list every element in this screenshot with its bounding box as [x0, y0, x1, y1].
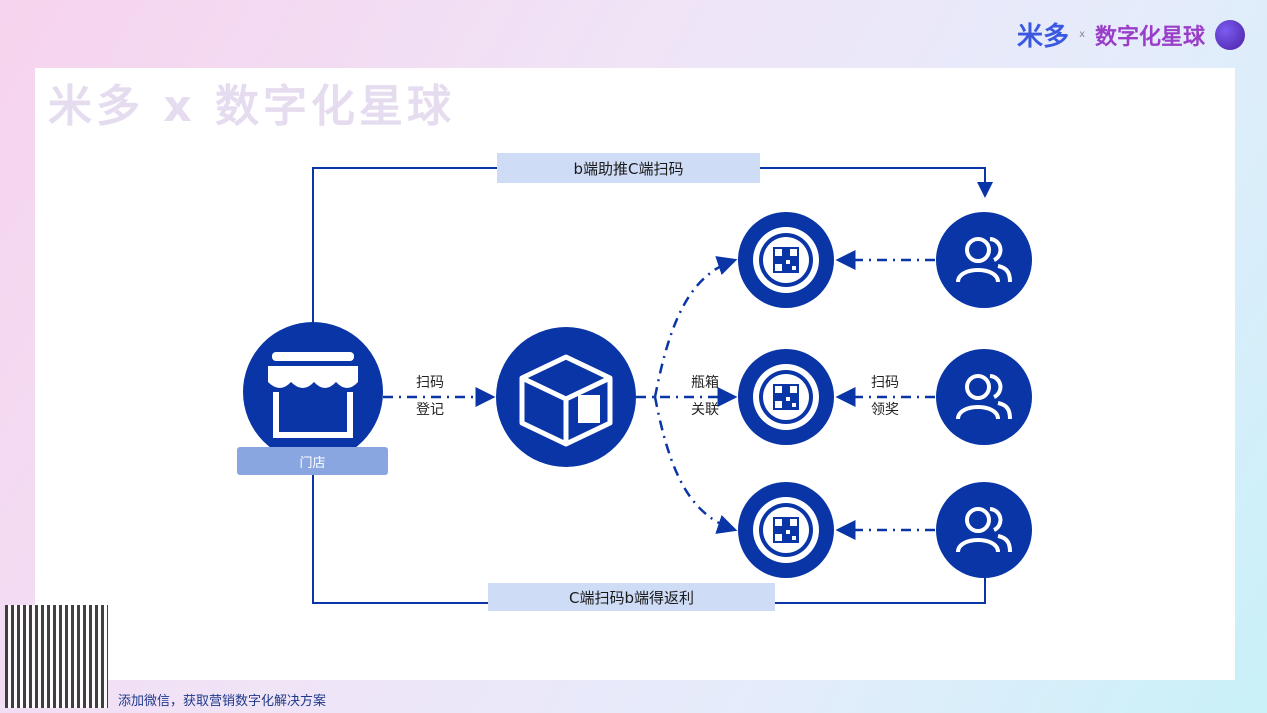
- users-icon: [934, 210, 1034, 310]
- bottom-flow-label: C端扫码b端得返利: [488, 583, 775, 611]
- planet-icon: [1215, 19, 1245, 50]
- edge-label: 扫码: [871, 375, 899, 391]
- store-node: [243, 322, 383, 462]
- brand-midoo: 米多: [1017, 22, 1070, 52]
- users-icon: [934, 480, 1034, 580]
- edge-label: 领奖: [871, 402, 899, 418]
- qr-badge-icon: [738, 212, 834, 308]
- edge-label: 登记: [416, 402, 444, 418]
- brand-partner: 数字化星球: [1094, 24, 1205, 50]
- qr-badge-icon: [738, 482, 834, 578]
- qr-badge-icon: [738, 349, 834, 445]
- wechat-qr-code: [5, 605, 108, 708]
- watermark: 米多 x 数字化星球: [48, 81, 456, 132]
- footer-cta: 添加微信，获取营销数字化解决方案: [118, 694, 327, 709]
- box-node: [496, 327, 636, 467]
- edge-label: 扫码: [416, 375, 444, 391]
- edge-label: 关联: [691, 402, 719, 418]
- brand-header: 米多 x 数字化星球: [1017, 16, 1245, 53]
- brand-x: x: [1079, 29, 1085, 40]
- top-flow-label: b端助推C端扫码: [497, 153, 760, 183]
- edge-label: 瓶箱: [691, 375, 719, 391]
- store-label: 门店: [237, 447, 388, 475]
- users-icon: [934, 347, 1034, 447]
- top-connector: [312, 167, 993, 325]
